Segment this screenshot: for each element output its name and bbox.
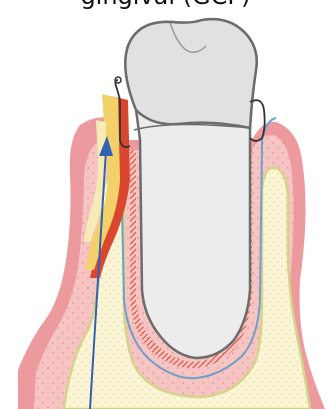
inflammation-dot [120, 160, 124, 164]
enamel-crown [125, 19, 256, 128]
inflammation-dot [124, 148, 129, 153]
